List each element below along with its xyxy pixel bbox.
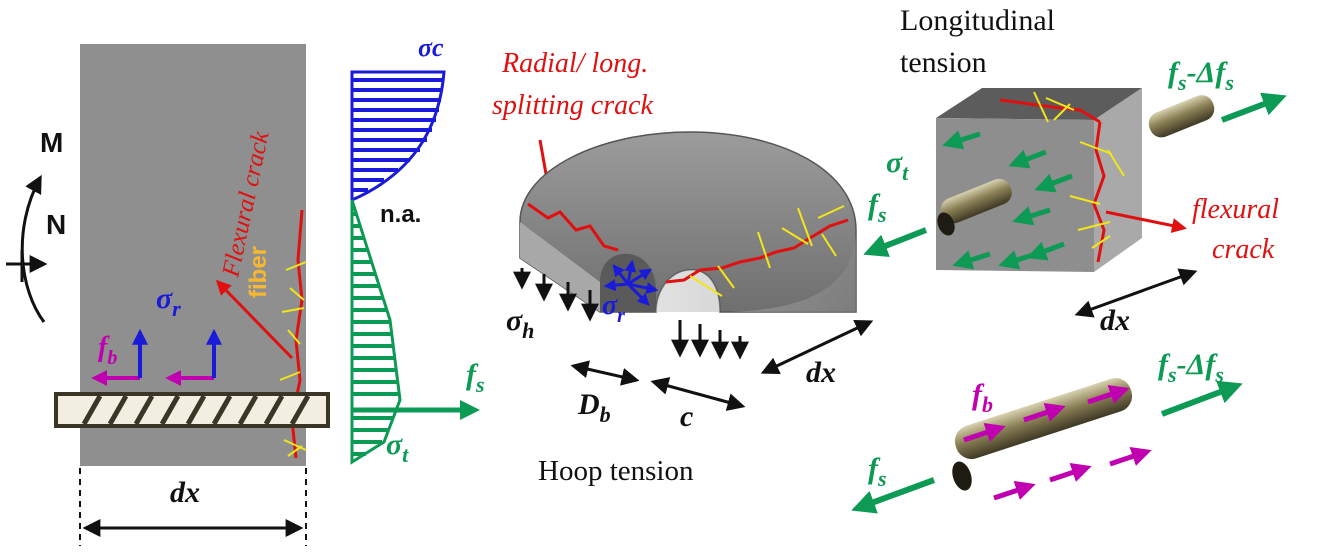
fs-arrow-left-long [863, 227, 928, 258]
fs-minus-dfs-label-long: fs-Δfs [1168, 56, 1234, 95]
rebar-with-ribs [54, 392, 330, 428]
dx-label-hoop: dx [806, 356, 836, 389]
f-s-label-long: fs [868, 188, 887, 227]
sigma-h-label: σh [506, 304, 534, 343]
sigma-t-label-long: σt [886, 146, 909, 185]
fibers-cube [1033, 91, 1125, 249]
splitting-crack-label-1: Radial/ long. [501, 48, 648, 79]
fs-arrow-left-bond [851, 477, 936, 514]
long-bar-right [1148, 95, 1215, 138]
bond-stress-arrows [91, 328, 222, 386]
moment-arrow [20, 174, 46, 323]
dx-label-long: dx [1100, 304, 1130, 337]
f-b-label-left: fb [98, 332, 117, 369]
c-dimension-arrow [650, 377, 746, 411]
sigma-r-label-left: σr [156, 282, 181, 321]
tension-arrows-cube [942, 130, 1073, 270]
crack-pointer-arrow [215, 279, 294, 360]
sigma-r-label-hoop: σr [602, 290, 625, 327]
compression-hatching [352, 78, 443, 192]
fs-arrow-right-bond [1160, 380, 1243, 417]
cube-crack-top [999, 98, 1101, 124]
flexural-crack-label-long-1: flexural [1192, 194, 1279, 225]
longitudinal-tension-panel: Longitudinal tension flexural crack [863, 4, 1287, 337]
cube-crack-side [1092, 121, 1106, 263]
dx-dimension-arrow-long [1074, 268, 1198, 318]
fs-arrow-right-long [1220, 92, 1287, 123]
dx-label-left: dx [170, 476, 200, 509]
hoop-tension-caption: Hoop tension [538, 455, 694, 487]
splitting-crack-label-2: splitting crack [492, 90, 654, 121]
half-cylinder-end-face [520, 222, 600, 312]
Db-label: Db [577, 388, 611, 427]
c-label: c [680, 400, 693, 433]
radial-stress-star [603, 259, 659, 306]
beam-element-panel: M N Flexural crack fiber [6, 44, 330, 546]
long-bar-end [937, 212, 955, 236]
fibers-left [279, 261, 307, 457]
cube-front-face [936, 118, 1094, 272]
neutral-axis-label: n.a. [380, 201, 421, 228]
Db-dimension-arrow [570, 360, 640, 386]
f-b-label-bond: fb [972, 378, 993, 417]
axial-label: N [46, 209, 66, 240]
cube-side-face [1094, 88, 1142, 272]
bond-bar-end [952, 461, 972, 491]
f-s-label-profile: fs [466, 358, 485, 397]
bond-arrows-top [963, 384, 1130, 443]
tension-hatching [352, 212, 399, 456]
stress-profile-panel: σc n.a. fs σt [350, 33, 485, 467]
flexural-crack-label-long-2: crack [1212, 234, 1275, 265]
sigma-t-label-profile: σt [386, 428, 409, 467]
long-title-line1: Longitudinal [900, 4, 1055, 37]
sigma-c-label: σc [418, 33, 444, 62]
moment-label: M [40, 127, 63, 158]
hoop-stress-arrows-left [513, 268, 599, 322]
long-bar-left [940, 178, 1012, 224]
half-cylinder-front-face [656, 230, 856, 312]
bond-arrows-bottom [993, 446, 1152, 501]
bond-panel: fb fs-Δfs fs [851, 348, 1243, 514]
flexural-crack-pointer-long [1105, 210, 1187, 233]
fiber-label: fiber [245, 246, 272, 298]
fibers-hoop [689, 205, 845, 297]
hoop-stress-arrows-right [671, 320, 749, 360]
f-s-label-bond: fs [868, 452, 887, 491]
fs-minus-dfs-label-bond: fs-Δfs [1158, 348, 1224, 387]
dx-dimension-arrow-hoop [760, 320, 874, 374]
long-title-line2: tension [900, 46, 987, 79]
hoop-crack-left [527, 202, 619, 252]
hoop-crack-right [665, 218, 849, 284]
hoop-tension-panel: Radial/ long. splitting crack σr [492, 48, 874, 487]
